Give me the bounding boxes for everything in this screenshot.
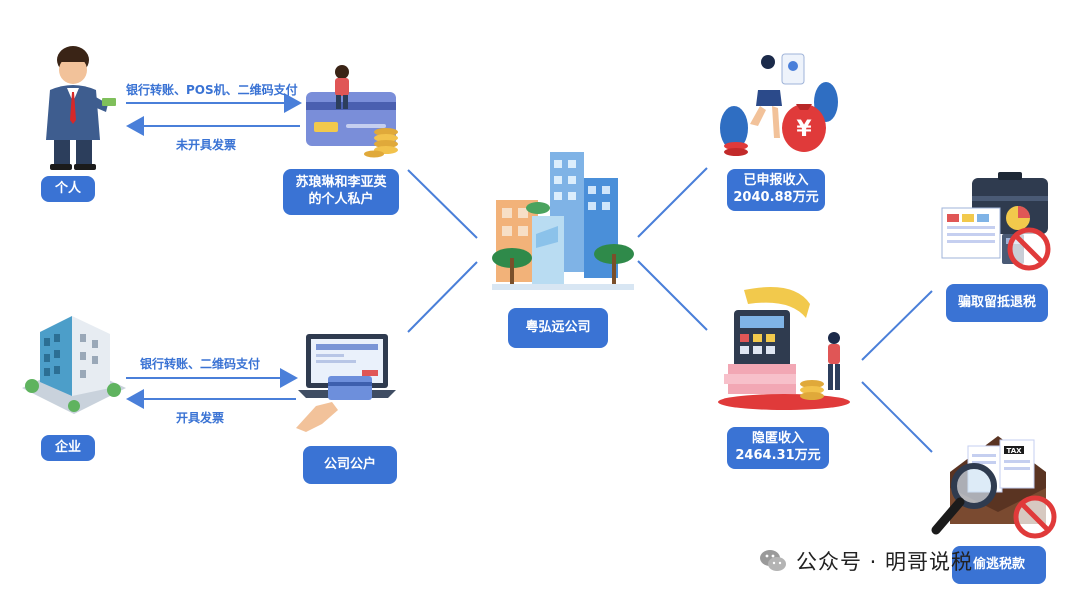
line-hidden-refund [861,290,933,361]
line-company-declared [637,167,708,238]
prohibited-icon [1007,227,1051,271]
node-private-account: 苏琅琳和李亚英 的个人私户 [283,169,399,215]
node-individual: 个人 [41,176,95,202]
line-corporate-company [407,261,478,333]
laptop-payment-icon [296,334,396,432]
watermark-text: 公众号 · 明哥说税 [796,550,974,574]
node-tax-evasion: 偷逃税款 [952,546,1046,584]
line-private-company [407,169,478,239]
node-enterprise: 企业 [41,435,95,461]
businessman-icon [46,46,116,170]
yuan-symbol: ¥ [796,117,812,142]
flow-label-individual-pay: 银行转账、POS机、二维码支付 [126,83,298,97]
wechat-icon [760,550,786,571]
node-hidden-income: 隐匿收入 2464.31万元 [727,427,829,469]
bank-card-icon [306,65,398,158]
prohibited-icon [1013,495,1057,539]
node-tax-refund-fraud: 骗取留抵退税 [946,284,1048,322]
node-corporate-account: 公司公户 [303,446,397,484]
tax-label: TAX [1006,447,1022,455]
node-company: 粤弘远公司 [508,308,608,348]
calculator-cash-icon [718,287,850,410]
woman-money-bag-icon: ¥ [720,53,838,156]
flow-label-enterprise-invoice: 开具发票 [176,411,225,425]
magnifier-tax-document-icon: TAX [931,436,1046,535]
line-company-hidden [637,260,708,331]
watermark: 公众号 · 明哥说税 [758,546,973,576]
node-declared-income: 已申报收入 2040.88万元 [727,169,825,211]
city-buildings-icon [492,152,634,290]
line-hidden-evasion [861,381,933,453]
office-building-icon [22,316,126,414]
flow-label-individual-invoice: 未开具发票 [176,138,237,152]
flow-label-enterprise-pay: 银行转账、二维码支付 [140,357,261,371]
